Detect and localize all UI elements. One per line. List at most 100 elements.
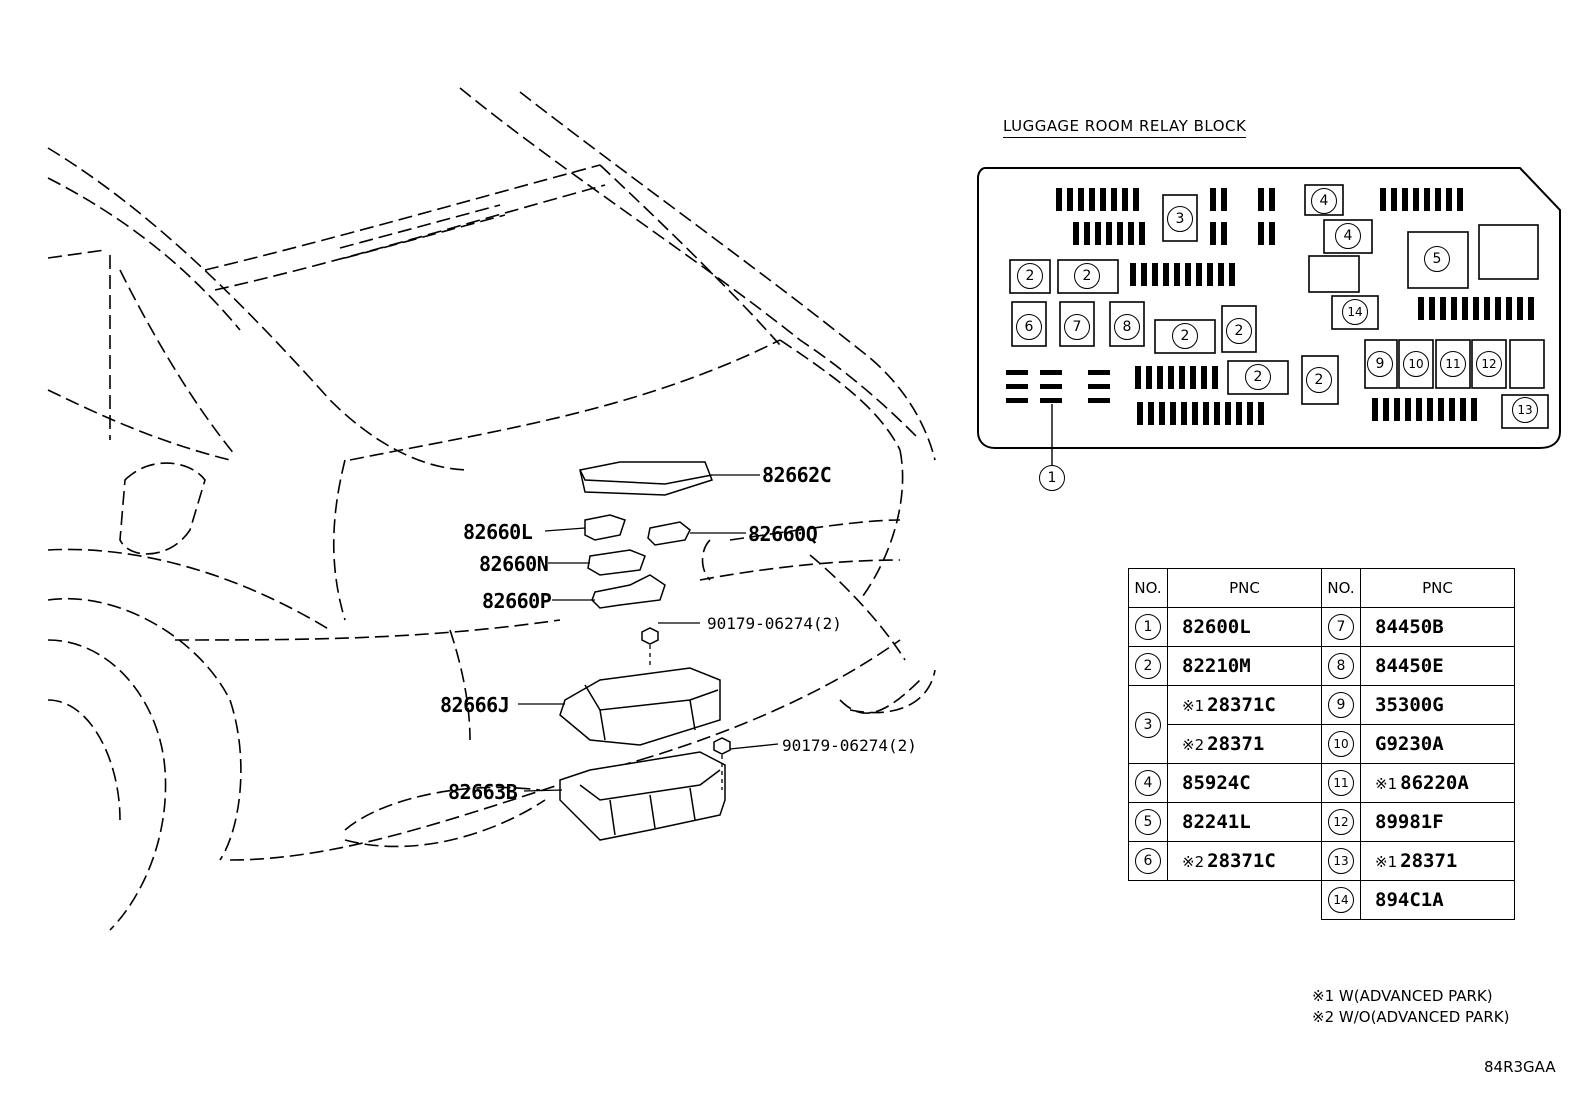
row-number: 11 [1321,763,1361,803]
pnc-table: NO. PNC NO. PNC 1 82600L 7 84450B 2 8221… [1128,568,1515,920]
label-82662c: 82662C [762,463,832,487]
row-pnc: 894C1A [1360,880,1515,920]
label-82666j: 82666J [440,693,510,717]
row-pnc: 82210M [1167,646,1322,686]
row-number-circle: 11 [1328,770,1354,796]
callout-12: 12 [1476,351,1502,377]
row-pnc: 84450E [1360,646,1515,686]
callout-4: 4 [1311,188,1337,214]
condition-mark: ※1 [1375,775,1398,793]
callout-2: 2 [1226,318,1252,344]
label-82660q: 82660Q [748,522,818,546]
row-number: 13 [1321,841,1361,881]
header-no: NO. [1321,568,1361,608]
callout-2: 2 [1017,263,1043,289]
callout-5: 5 [1424,246,1450,272]
empty-cell [1168,881,1322,920]
row-number: 6 [1128,841,1168,881]
condition-mark: ※2 [1182,853,1205,871]
callout-9: 9 [1367,351,1393,377]
label-nut-upper: 90179-06274(2) [707,614,842,633]
relay-cover-part [579,461,713,496]
relay-block-title: LUGGAGE ROOM RELAY BLOCK [1003,117,1247,138]
row-pnc-value: 28371 [1400,850,1458,872]
row-number-circle: 3 [1135,711,1161,738]
footnote-1: ※1 W(ADVANCED PARK) [1312,987,1493,1005]
header-no: NO. [1128,568,1168,608]
relay-block-layout [977,167,1561,465]
row-number: 1 [1128,607,1168,647]
row-pnc: 82241L [1167,802,1322,842]
row-number: 2 [1128,646,1168,686]
condition-mark: ※1 [1182,697,1205,715]
label-82660p: 82660P [482,589,552,613]
diagram-code: 84R3GAA [1484,1058,1556,1076]
label-82663b: 82663B [448,780,518,804]
row-pnc: G9230A [1360,724,1515,764]
callout-2: 2 [1245,364,1271,390]
table-header-row: NO. PNC NO. PNC [1128,568,1515,608]
callout-4: 4 [1335,223,1361,249]
row-number: 10 [1321,724,1361,764]
table-row: 14 894C1A [1129,880,1515,920]
table-row: 2 82210M 8 84450E [1128,646,1515,686]
label-nut-lower: 90179-06274(2) [782,736,917,755]
row-number-circle: 13 [1328,848,1354,874]
label-82660l: 82660L [463,520,533,544]
row-number-circle: 8 [1328,653,1354,679]
row-pnc: 84450B [1360,607,1515,647]
callout-2: 2 [1306,367,1332,393]
row-pnc-value: 86220A [1400,772,1469,794]
callout-2: 2 [1074,263,1100,289]
callout-3: 3 [1167,206,1193,232]
row-number-circle: 9 [1328,692,1354,718]
row-pnc: 85924C [1167,763,1322,803]
row-number-circle: 4 [1135,770,1161,796]
row-number-circle: 1 [1135,614,1161,640]
row-number-circle: 5 [1135,809,1161,835]
row-pnc: 82600L [1167,607,1322,647]
row-number: 14 [1321,880,1361,920]
label-82660n: 82660N [479,552,549,576]
callout-10: 10 [1403,351,1429,377]
condition-mark: ※1 [1375,853,1398,871]
row-pnc-value: 28371C [1207,694,1276,716]
table-row: 1 82600L 7 84450B [1128,607,1515,647]
empty-cell [1129,881,1168,920]
row-number-circle: 7 [1328,614,1354,640]
condition-mark: ※2 [1182,736,1205,754]
callout-7: 7 [1064,314,1090,340]
row-number-circle: 14 [1328,887,1354,913]
callout-13: 13 [1512,397,1538,423]
row-number-circle: 6 [1135,848,1161,874]
header-pnc: PNC [1167,568,1322,608]
row-number: 3 [1128,685,1168,764]
callout-1: 1 [1039,465,1065,491]
row-number: 4 [1128,763,1168,803]
callout-11: 11 [1440,351,1466,377]
row-pnc-value: 28371C [1207,850,1276,872]
row-pnc: 89981F [1360,802,1515,842]
callout-14: 14 [1342,299,1368,325]
table-row: 5 82241L 12 89981F [1128,802,1515,842]
row-pnc-value: 28371 [1207,733,1265,755]
header-pnc: PNC [1360,568,1515,608]
row-number: 7 [1321,607,1361,647]
row-pnc: 35300G [1360,685,1515,725]
row-number-circle: 12 [1328,809,1354,835]
row-number: 12 [1321,802,1361,842]
row-number-circle: 2 [1135,653,1161,679]
row-number: 9 [1321,685,1361,725]
row-number-circle: 10 [1328,731,1354,757]
callout-6: 6 [1016,314,1042,340]
footnote-2: ※2 W/O(ADVANCED PARK) [1312,1008,1510,1026]
row-number: 5 [1128,802,1168,842]
